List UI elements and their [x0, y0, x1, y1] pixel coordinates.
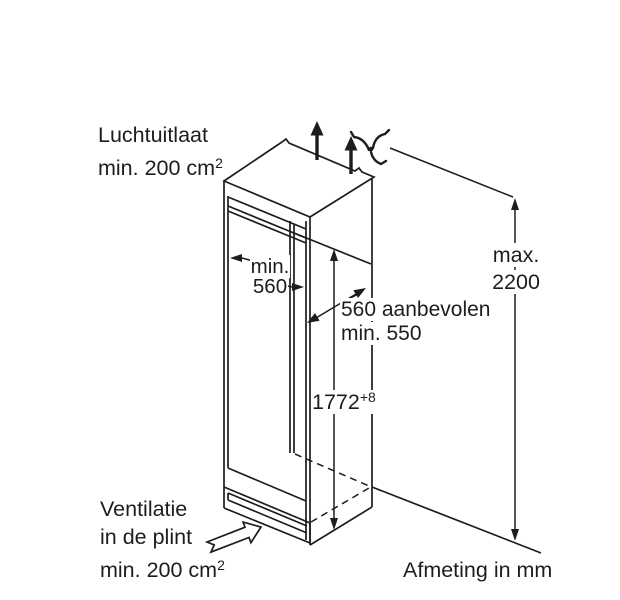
floor-line [371, 486, 542, 554]
plinth-vent-label: Ventilatie in de plint min. 200 cm2 [99, 495, 226, 584]
vent-line1: Ventilatie [99, 497, 189, 521]
vent-line2: in de plint [99, 525, 194, 549]
height-tolerance: +8 [359, 389, 376, 405]
top-vent-slot [227, 196, 307, 244]
dim-depth-label: 560 aanbevolen min. 550 [340, 298, 492, 346]
fan-icon [349, 128, 391, 166]
interior-lines [227, 221, 372, 502]
air-outlet-line1: Luchtuitlaat [97, 123, 209, 147]
units-text: Afmeting in mm [402, 558, 554, 582]
plinth [223, 486, 311, 544]
height-value: 1772 [312, 390, 360, 414]
dim-width-label: min. 560 [228, 255, 312, 298]
dim-height-label: 1772+8 [311, 383, 377, 416]
max-height-value: 2200 [491, 270, 541, 294]
hidden-edges [294, 453, 370, 523]
vent-line3: min. 200 cm [100, 558, 218, 582]
cabinet-roof [222, 137, 376, 218]
plinth-airflow-arrow-icon [204, 520, 263, 554]
air-outlet-label: Luchtuitlaat min. 200 cm2 [97, 121, 224, 182]
up-arrow-icon-2 [344, 136, 358, 174]
air-outlet-sup: 2 [215, 155, 223, 171]
max-height-word: max. [491, 243, 541, 267]
depth-recommended: 560 aanbevolen [340, 298, 492, 321]
up-arrow-icon-1 [310, 121, 324, 160]
dim-height-line [330, 249, 338, 530]
vent-sup: 2 [217, 557, 225, 573]
depth-minimum: min. 550 [340, 322, 423, 345]
units-note: Afmeting in mm [402, 556, 554, 584]
width-word: min. [249, 255, 291, 278]
width-value: 560 [251, 275, 289, 298]
dim-max-height-label: max. 2200 [466, 242, 566, 296]
cabinet-outline [223, 178, 373, 546]
leader-line [389, 147, 514, 198]
air-outlet-line2: min. 200 cm [98, 156, 216, 180]
